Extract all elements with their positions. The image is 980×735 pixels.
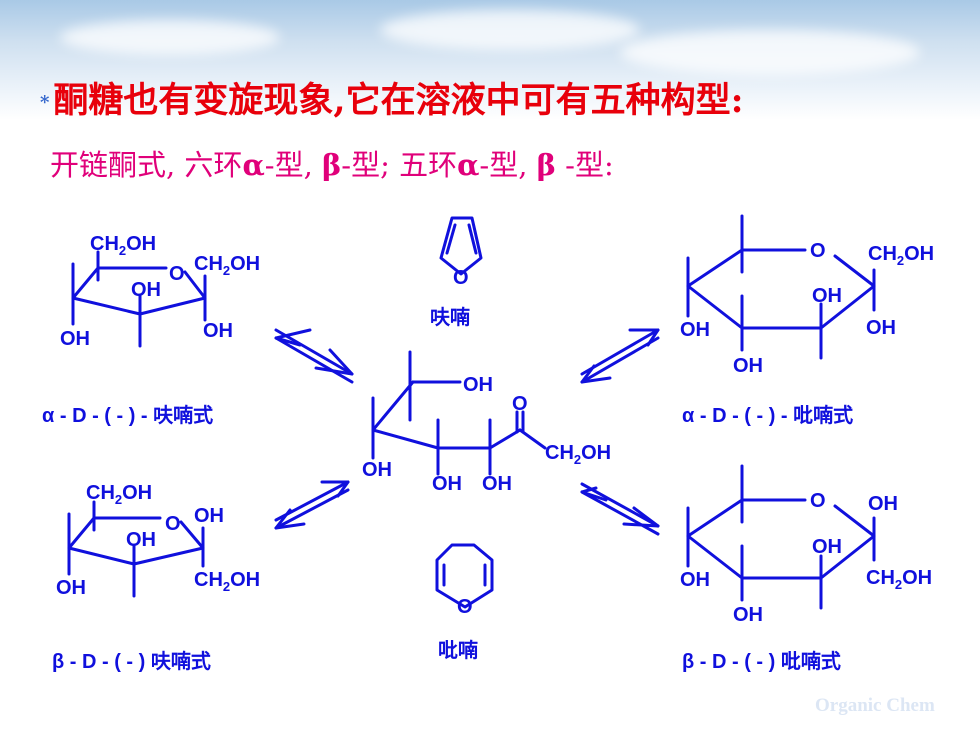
pyran-oxygen-label: O [457, 596, 473, 618]
furan-caption: 呋喃 [430, 305, 470, 329]
pyran-caption: 吡喃 [438, 638, 478, 662]
oh-label: OH [60, 328, 90, 350]
alpha-pyranose-structure [686, 214, 876, 360]
oh-label: OH [432, 473, 462, 495]
title-part: -型: [555, 148, 614, 182]
oh-label: OH [203, 320, 233, 342]
title-part: -型, [479, 148, 537, 182]
oh-label: OH [680, 569, 710, 591]
title-part: α [242, 148, 265, 182]
alpha-pyranose-caption: α - D - ( - ) - 吡喃式 [682, 403, 853, 427]
ring-oxygen-label: O [810, 490, 826, 512]
oh-label: OH [812, 285, 842, 307]
ring-oxygen-label: O [169, 263, 185, 285]
open-chain-structure [371, 350, 547, 476]
ch2oh-label: CH2OH [545, 442, 611, 467]
title-part: -型, [264, 148, 323, 182]
oh-label: OH [733, 604, 763, 626]
equilibrium-arrow-top-left [274, 328, 354, 384]
title-part: 开链酮式, 六环 [50, 148, 243, 182]
pyran-ring [435, 543, 494, 609]
alpha-furanose-structure [71, 250, 207, 348]
ch2oh-label: CH2OH [90, 233, 156, 258]
equilibrium-arrow-bottom-right [580, 482, 660, 536]
furan-oxygen-label: O [453, 267, 469, 289]
bullet-icon: * [40, 92, 50, 113]
beta-pyranose-structure [686, 464, 876, 610]
ring-oxygen-label: O [165, 513, 181, 535]
oh-label: OH [362, 459, 392, 481]
title-part: β [322, 148, 342, 182]
oh-label: OH [463, 374, 493, 396]
sky-background [0, 0, 980, 120]
equilibrium-arrow-top-right [580, 328, 660, 384]
title-line-1-text: 酮糖也有变旋现象,它在溶液中可有五种构型: [53, 80, 744, 121]
oh-label: OH [482, 473, 512, 495]
ring-oxygen-label: O [810, 240, 826, 262]
carbonyl-oxygen-label: O [512, 393, 528, 415]
title-part: -型; 五环 [341, 148, 458, 182]
furan-ring [439, 216, 483, 276]
oh-label: OH [868, 493, 898, 515]
equilibrium-arrow-bottom-left [274, 480, 350, 530]
oh-label: OH [866, 317, 896, 339]
ch2oh-label: CH2OH [194, 253, 260, 278]
ch2oh-label: CH2OH [866, 567, 932, 592]
beta-furanose-caption: β - D - ( - ) 呋喃式 [52, 649, 211, 673]
title-line-2: 开链酮式, 六环α-型, β-型; 五环α-型, β -型: [50, 142, 614, 184]
alpha-furanose-caption: α - D - ( - ) - 呋喃式 [42, 403, 213, 427]
ch2oh-label: CH2OH [868, 243, 934, 268]
ch2oh-label: CH2OH [194, 569, 260, 594]
oh-label: OH [812, 536, 842, 558]
ch2oh-label: CH2OH [86, 482, 152, 507]
beta-pyranose-caption: β - D - ( - ) 吡喃式 [682, 649, 841, 673]
watermark: Organic Chem [815, 695, 935, 716]
cloud [60, 20, 280, 55]
title-line-1: *酮糖也有变旋现象,它在溶液中可有五种构型: [40, 72, 744, 123]
title-part: α [457, 148, 480, 182]
oh-label: OH [733, 355, 763, 377]
oh-label: OH [680, 319, 710, 341]
cloud [380, 10, 640, 50]
beta-furanose-structure [67, 500, 205, 598]
oh-label: OH [126, 529, 156, 551]
cloud [620, 30, 920, 75]
title-part: β [536, 148, 556, 182]
oh-label: OH [56, 577, 86, 599]
oh-label: OH [194, 505, 224, 527]
oh-label: OH [131, 279, 161, 301]
